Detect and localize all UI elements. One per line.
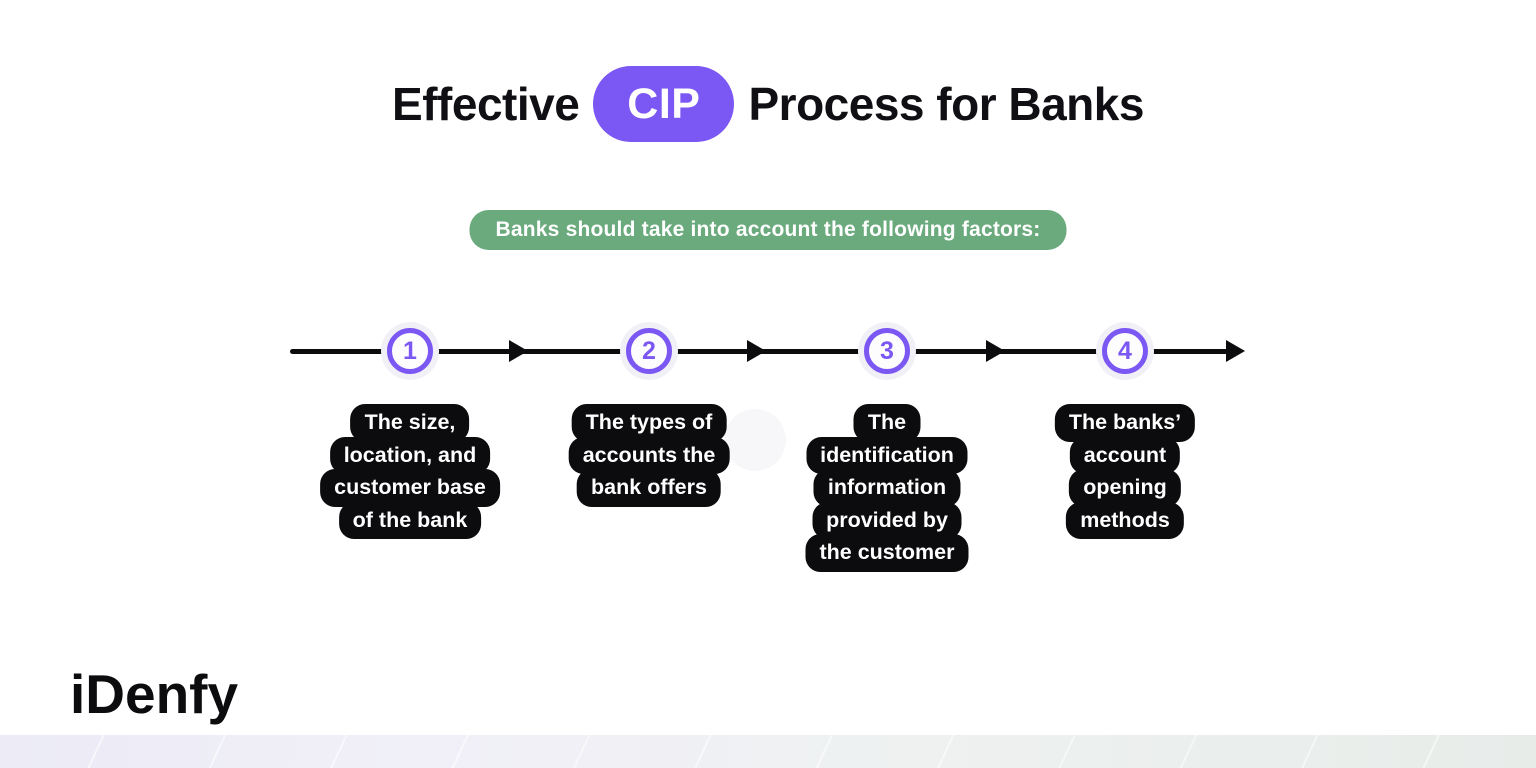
title-pre: Effective (392, 78, 580, 130)
step-marker-1: 1 (381, 322, 439, 380)
arrowhead-icon (1226, 340, 1245, 362)
factor-box-line: opening (1069, 469, 1181, 507)
factor-box-line: customer base (320, 469, 500, 507)
step-number: 4 (1118, 336, 1132, 365)
factor-box-line: provided by (812, 501, 962, 539)
factor-box-line: methods (1066, 501, 1184, 539)
factor-box-line: the customer (805, 534, 969, 572)
step-circle: 2 (626, 328, 672, 374)
factor-box-line: identification (806, 436, 968, 474)
title-cip-pill: CIP (593, 66, 735, 142)
factor-box-line: account (1069, 436, 1181, 474)
step-circle: 4 (1102, 328, 1148, 374)
factor-box-line: of the bank (338, 501, 482, 539)
step-marker-3: 3 (858, 322, 916, 380)
factor-box-line: The size, (350, 404, 470, 442)
factor-box-line: The (853, 404, 921, 442)
step-circle: 3 (864, 328, 910, 374)
decorative-circle (724, 409, 786, 471)
step-number: 1 (403, 336, 417, 365)
arrowhead-icon (509, 340, 528, 362)
factor-box-line: information (813, 469, 961, 507)
factor-box-line: bank offers (577, 469, 721, 507)
factor-box-line: accounts the (568, 436, 730, 474)
idenfy-logo: iDenfy (70, 663, 239, 725)
step-marker-2: 2 (620, 322, 678, 380)
arrowhead-icon (986, 340, 1005, 362)
factor-box-line: location, and (329, 436, 491, 474)
page-title: Effective CIP Process for Banks (0, 66, 1536, 142)
factor-box-line: The banks’ (1054, 404, 1196, 442)
factor-box-line: The types of (571, 404, 727, 442)
step-number: 3 (880, 336, 894, 365)
factors-banner: Banks should take into account the follo… (469, 210, 1067, 250)
step-number: 2 (642, 336, 656, 365)
step-circle: 1 (387, 328, 433, 374)
title-post: Process for Banks (748, 78, 1144, 130)
step-marker-4: 4 (1096, 322, 1154, 380)
arrowhead-icon (747, 340, 766, 362)
footer-pattern-band (0, 735, 1536, 768)
